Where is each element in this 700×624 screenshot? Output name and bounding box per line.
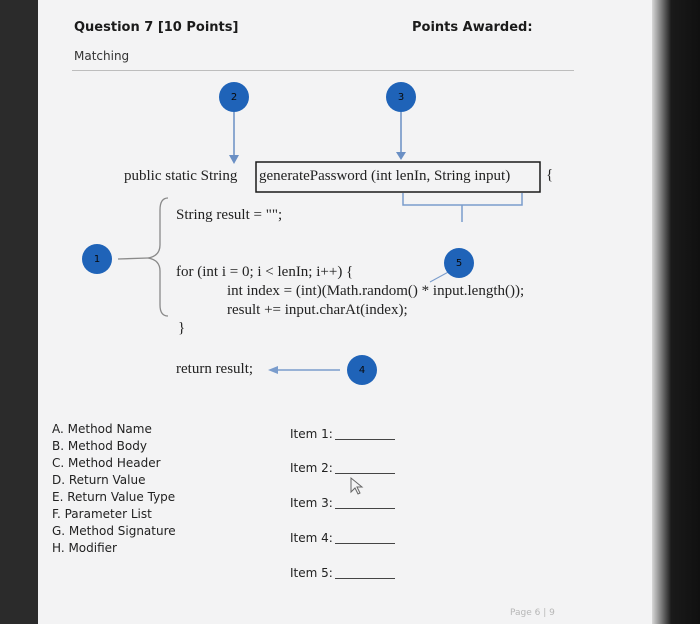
item-5-row: Item 5: [290,566,395,580]
option-h: H. Modifier [52,541,117,555]
header-divider [72,70,574,71]
item-4-label: Item 4: [290,531,333,545]
option-e: E. Return Value Type [52,490,176,504]
options-list: A. Method Name B. Method Body C. Method … [52,421,176,557]
item-2-label: Item 2: [290,461,333,475]
page-edge-shadow [652,0,700,624]
marker-1: 1 [82,244,112,274]
option-f: F. Parameter List [52,507,152,521]
item-2-answer-blank[interactable] [334,473,395,474]
item-1-label: Item 1: [290,427,333,441]
item-3-label: Item 3: [290,496,333,510]
marker-2: 2 [219,82,249,112]
item-5-label: Item 5: [290,566,333,580]
code-line-2: for (int i = 0; i < lenIn; i++) { [176,264,354,280]
question-title: Question 7 [10 Points] [74,20,239,35]
code-line-5: } [178,320,186,336]
option-d: D. Return Value [52,473,146,487]
option-c: C. Method Header [52,456,161,470]
item-5-answer-blank[interactable] [334,578,395,579]
signature-modifier-return: public static String [124,168,238,184]
method-open-brace: { [546,167,554,183]
option-b: B. Method Body [52,439,147,453]
option-a: A. Method Name [52,422,152,436]
item-2-row: Item 2: [290,461,395,475]
item-3-answer-blank[interactable] [334,508,395,509]
exam-page [38,0,652,624]
code-line-1: String result = ""; [176,207,283,223]
item-4-row: Item 4: [290,531,395,545]
question-type: Matching [74,49,130,63]
points-awarded-label: Points Awarded: [412,20,533,35]
item-1-answer-blank[interactable] [334,439,395,440]
marker-3: 3 [386,82,416,112]
item-1-row: Item 1: [290,427,395,441]
item-3-row: Item 3: [290,496,395,510]
code-line-3: int index = (int)(Math.random() * input.… [227,283,525,299]
code-line-4: result += input.charAt(index); [227,302,408,318]
item-4-answer-blank[interactable] [334,543,395,544]
signature-name-params: generatePassword (int lenIn, String inpu… [259,168,511,184]
code-line-6: return result; [176,361,254,377]
marker-5: 5 [444,248,474,278]
option-g: G. Method Signature [52,524,176,538]
page-number: Page 6 | 9 [510,608,555,618]
marker-4: 4 [347,355,377,385]
